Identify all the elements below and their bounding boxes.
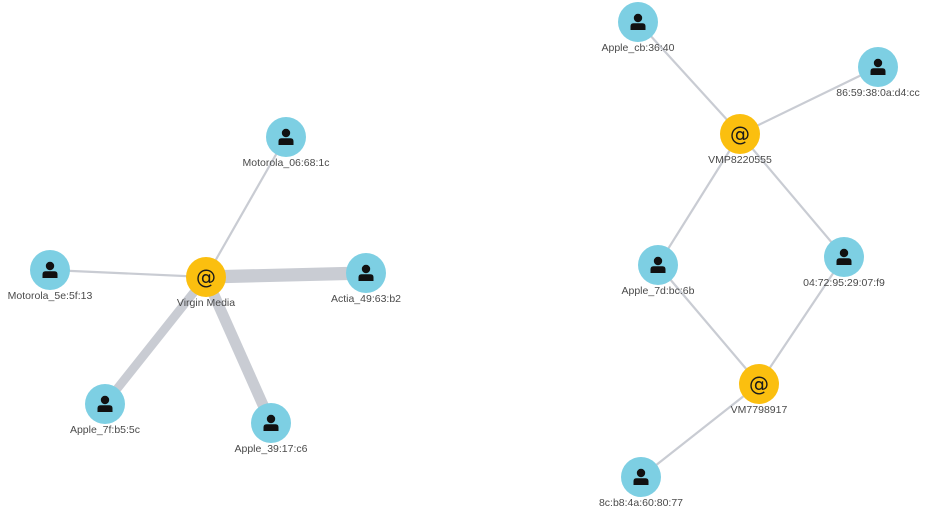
user-icon (97, 395, 113, 412)
client-node-actia_49[interactable]: Actia_49:63:b2 (331, 253, 401, 305)
user-icon (263, 414, 279, 431)
node-label: Apple_cb:36:40 (602, 42, 675, 54)
client-node-mac_8c[interactable]: 8c:b8:4a:60:80:77 (599, 457, 683, 509)
node-label: 86:59:38:0a:d4:cc (836, 87, 919, 99)
client-node-mac_86[interactable]: 86:59:38:0a:d4:cc (836, 47, 920, 99)
node-label: 8c:b8:4a:60:80:77 (599, 497, 683, 509)
node-label: Apple_39:17:c6 (235, 443, 308, 455)
edge-vmp8220555-apple_7d (657, 133, 741, 266)
node-label: Motorola_5e:5f:13 (8, 290, 93, 302)
edge-vm7798917-apple_7d (657, 264, 760, 385)
node-label: Apple_7f:b5:5c (70, 424, 140, 436)
edge-virgin_media-actia_49 (205, 266, 367, 284)
node-label: Apple_7d:bc:6b (622, 285, 695, 297)
edge-vm7798917-mac_04 (758, 256, 845, 385)
access-point-node-virgin_media[interactable]: @ Virgin Media (177, 257, 235, 309)
node-label: Virgin Media (177, 297, 235, 309)
access-point-node-vmp8220555[interactable]: @ VMP8220555 (708, 114, 772, 166)
client-node-apple_cb[interactable]: Apple_cb:36:40 (602, 2, 675, 54)
at-sign-icon: @ (749, 372, 769, 396)
access-point-circle[interactable] (186, 257, 226, 297)
user-icon (630, 13, 646, 30)
access-point-circle[interactable] (720, 114, 760, 154)
edge-vmp8220555-mac_86 (739, 66, 879, 135)
edge-virgin_media-motorola_5e (49, 268, 207, 279)
graph-nodes: @ Virgin Media Motorola_06:68:1cMotorola_5… (8, 2, 920, 509)
edge-vm7798917-mac_8c (640, 383, 760, 478)
access-point-node-vm7798917[interactable]: @ VM7798917 (731, 364, 788, 416)
edge-virgin_media-apple_39 (200, 274, 277, 426)
client-node-mac_04[interactable]: 04:72:95:29:07:f9 (803, 237, 885, 289)
edge-virgin_media-motorola_06 (205, 136, 287, 278)
client-node-apple_39[interactable]: Apple_39:17:c6 (235, 403, 308, 455)
node-label: 04:72:95:29:07:f9 (803, 277, 885, 289)
client-node-motorola_06[interactable]: Motorola_06:68:1c (243, 117, 330, 169)
user-icon (42, 261, 58, 278)
user-icon (870, 58, 886, 75)
node-label: Actia_49:63:b2 (331, 293, 401, 305)
user-icon (633, 468, 649, 485)
node-label: Motorola_06:68:1c (243, 157, 330, 169)
node-label: VMP8220555 (708, 154, 772, 166)
edge-vmp8220555-mac_04 (739, 133, 845, 258)
client-node-apple_7d[interactable]: Apple_7d:bc:6b (622, 245, 695, 297)
user-icon (836, 248, 852, 265)
graph-edges (49, 21, 879, 478)
at-sign-icon: @ (730, 122, 750, 146)
user-icon (650, 256, 666, 273)
user-icon (278, 128, 294, 145)
at-sign-icon: @ (196, 265, 216, 289)
access-point-circle[interactable] (739, 364, 779, 404)
edge-virgin_media-apple_7f (101, 274, 210, 407)
client-node-motorola_5e[interactable]: Motorola_5e:5f:13 (8, 250, 93, 302)
node-label: VM7798917 (731, 404, 788, 416)
client-node-apple_7f[interactable]: Apple_7f:b5:5c (70, 384, 140, 436)
user-icon (358, 264, 374, 281)
edge-vmp8220555-apple_cb (637, 21, 741, 135)
